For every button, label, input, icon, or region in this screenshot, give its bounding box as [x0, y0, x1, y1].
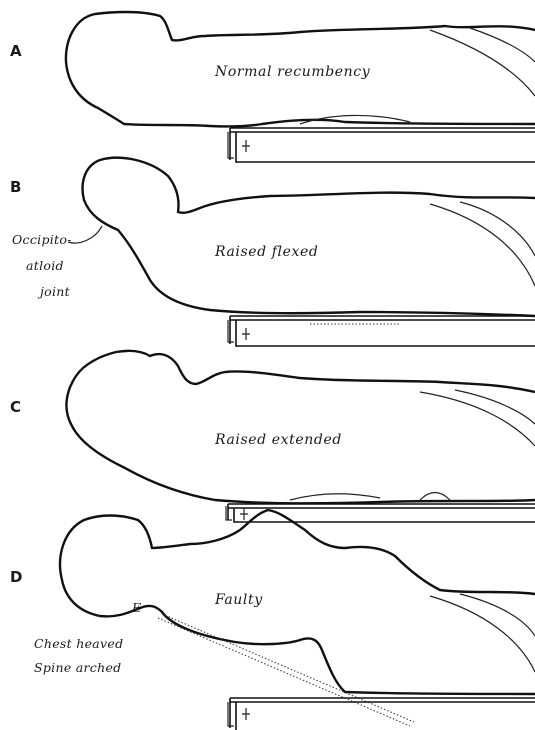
panel-d-table-bracket	[228, 702, 250, 726]
panel-d-spine-line-2	[162, 614, 414, 722]
joint-label-line-1: Occipito-	[12, 232, 72, 247]
panel-a: A	[10, 12, 535, 162]
panel-c-table	[228, 504, 535, 522]
note-line-1: Chest heaved	[34, 636, 123, 651]
panel-b-caption: Raised flexed	[214, 244, 318, 260]
joint-label-line-3: joint	[37, 284, 71, 299]
panel-c-hip-contour	[290, 493, 450, 501]
panel-c-arm-line-2	[455, 390, 535, 424]
point-e-label: E	[131, 600, 141, 615]
panel-a-letter: A	[10, 42, 22, 60]
panel-d-table	[230, 698, 535, 730]
panel-d-caption: Faulty	[214, 592, 263, 608]
panel-c-caption: Raised extended	[214, 432, 342, 448]
note-line-2: Spine arched	[34, 660, 121, 675]
panel-b-table-bracket	[228, 320, 250, 342]
panel-d-spine-line	[158, 618, 410, 726]
panel-d-arm-line-2	[460, 594, 535, 636]
panel-b-arm-line	[430, 204, 535, 286]
panel-c-arm-line	[420, 392, 535, 446]
panel-c-body-outline	[66, 351, 535, 504]
joint-label-line-2: atloid	[26, 258, 64, 273]
panel-d-arm-line	[430, 596, 535, 672]
panel-b-pointer	[68, 226, 102, 243]
panel-a-arm-line-2	[470, 28, 535, 62]
panel-a-caption: Normal recumbency	[214, 64, 371, 80]
panel-a-arm-line	[430, 30, 535, 96]
panel-d: D E Chest heaved Spine arched	[10, 510, 535, 730]
panel-a-table-bracket	[228, 132, 250, 158]
panel-b-letter: B	[10, 178, 21, 196]
panel-a-table	[230, 128, 535, 162]
panel-c-letter: C	[10, 398, 21, 416]
panel-d-letter: D	[10, 568, 22, 586]
panel-b-arm-line-2	[460, 202, 535, 256]
panel-b-body-outline	[83, 158, 535, 316]
panel-b-table	[230, 316, 535, 346]
